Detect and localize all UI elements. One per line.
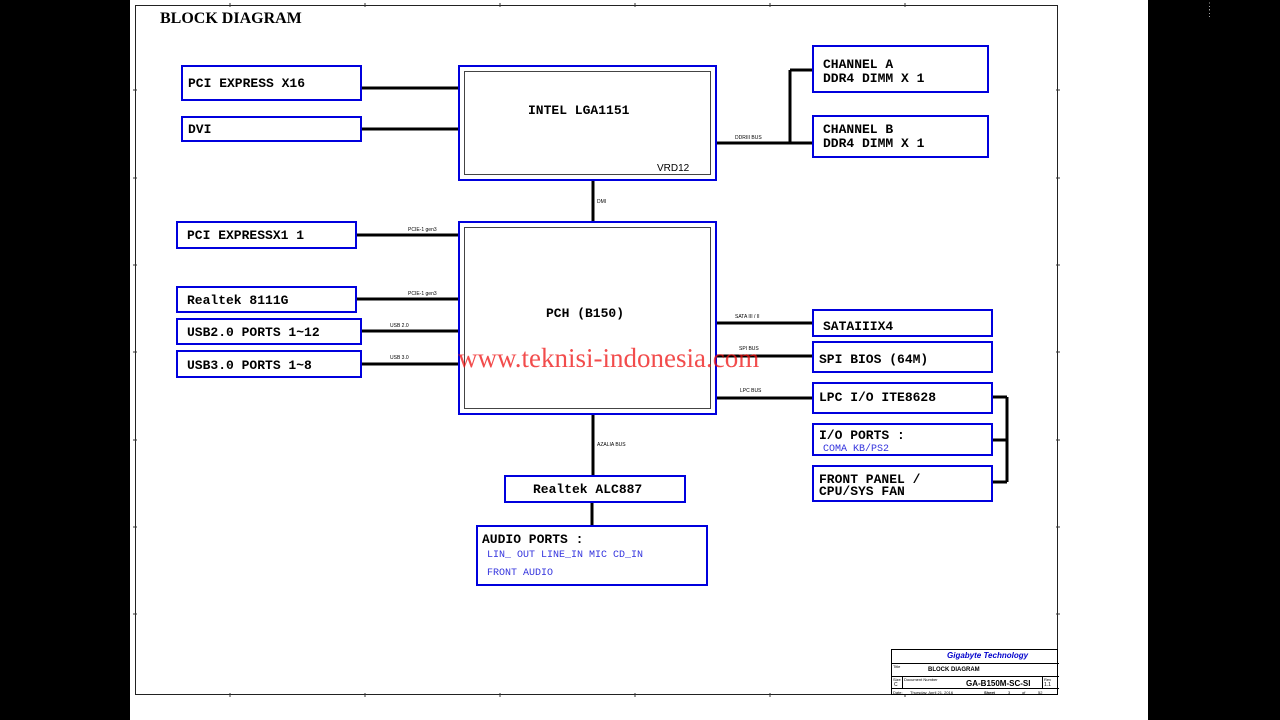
pcie-x16-block: PCI EXPRESS X16: [181, 65, 362, 101]
diagram-title: BLOCK DIAGRAM: [160, 10, 302, 27]
audio-ports-block: AUDIO PORTS : LIN_ OUT LINE_IN MIC CD_IN…: [476, 525, 708, 586]
pcie-x1-block: PCI EXPRESSX1 1: [176, 221, 357, 249]
pch-label: PCH (B150): [546, 306, 625, 321]
io-ports-label: I/O PORTS :: [819, 428, 905, 443]
watermark-text: www.teknisi-indonesia.com: [458, 343, 760, 373]
channel-b-block: CHANNEL B DDR4 DIMM X 1: [812, 115, 989, 158]
pch-block: PCH (B150): [458, 221, 717, 415]
realtek-lan-block: Realtek 8111G: [176, 286, 357, 313]
pcie1-bus-label-a: PCIE-1 gen3: [408, 227, 437, 233]
dvi-block: DVI: [181, 116, 362, 142]
vrd-label: VRD12: [657, 163, 690, 174]
sata-label: SATAIIIX4: [823, 319, 894, 334]
dvi-label: DVI: [188, 122, 212, 137]
document-number-label: Document Number: [904, 677, 938, 682]
azalia-bus-label: AZALIA BUS: [597, 442, 626, 448]
channel-a-block: CHANNEL A DDR4 DIMM X 1: [812, 45, 989, 93]
size-value: C: [894, 682, 898, 688]
cpu-label: INTEL LGA1151: [528, 103, 630, 118]
date-value: Thursday, April 21, 2016: [910, 690, 954, 695]
title-block: Gigabyte Technology Title BLOCK DIAGRAM …: [891, 649, 1059, 695]
sheet-label: Sheet: [984, 690, 995, 695]
of-value: 52: [1038, 690, 1043, 695]
tb-divider: [1042, 676, 1043, 688]
channel-b-dimm-label: DDR4 DIMM X 1: [823, 136, 925, 151]
cpu-inner-outline: [464, 71, 711, 175]
pch-inner-outline: [464, 227, 711, 409]
sata-block: SATAIIIX4: [812, 309, 993, 337]
rev-label: Rev: [1044, 677, 1052, 682]
document-number-value: GA-B150M-SC-SI: [966, 679, 1031, 688]
tb-divider: [892, 688, 1059, 689]
spi-bios-block: SPI BIOS (64M): [812, 341, 993, 373]
spi-bus-label: SPI BUS: [739, 346, 759, 352]
spi-bios-label: SPI BIOS (64M): [819, 352, 929, 367]
pcie1-bus-label-b: PCIE-1 gen3: [408, 291, 437, 297]
audio-ports-list: LIN_ OUT LINE_IN MIC CD_IN: [487, 550, 644, 561]
ddr-bus-label: DDRIII BUS: [735, 135, 762, 141]
usb3-block: USB3.0 PORTS 1~8: [176, 350, 362, 378]
pcie-x1-label: PCI EXPRESSX1 1: [187, 228, 305, 243]
usb2-block: USB2.0 PORTS 1~12: [176, 318, 362, 345]
sheet-value: 3: [1008, 690, 1011, 695]
cpu-sys-fan-label: CPU/SYS FAN: [819, 484, 905, 499]
title-field-label: Title: [893, 664, 901, 669]
audio-ports-label: AUDIO PORTS :: [482, 532, 584, 547]
sata-bus-label: SATA III / II: [735, 314, 760, 320]
usb2-bus-label: USB 2.0: [390, 323, 409, 329]
lpc-io-label: LPC I/O ITE8628: [819, 390, 937, 405]
tb-divider: [892, 663, 1059, 664]
lpc-io-block: LPC I/O ITE8628: [812, 382, 993, 414]
usb3-label: USB3.0 PORTS 1~8: [187, 358, 312, 373]
company-name: Gigabyte Technology: [947, 651, 1029, 660]
channel-b-label: CHANNEL B: [823, 122, 894, 137]
io-ports-sublabel: COMA KB/PS2: [823, 444, 890, 455]
tb-divider: [902, 676, 903, 688]
sheet-border: [135, 5, 1058, 695]
pcie-x16-label: PCI EXPRESS X16: [188, 76, 306, 91]
io-ports-block: I/O PORTS : COMA KB/PS2: [812, 423, 993, 456]
front-audio-label: FRONT AUDIO: [487, 568, 554, 579]
front-panel-label: FRONT PANEL /: [819, 472, 921, 487]
date-label: Date:: [893, 690, 903, 695]
lpc-bus-label: LPC BUS: [740, 388, 762, 394]
front-panel-block: FRONT PANEL / CPU/SYS FAN: [812, 465, 993, 502]
grip-icon[interactable]: ⋮⋮: [1205, 1, 1214, 18]
audio-codec-label: Realtek ALC887: [533, 482, 643, 497]
dmi-label: DMI: [597, 199, 607, 205]
usb3-bus-label: USB 3.0: [390, 355, 409, 361]
audio-codec-block: Realtek ALC887: [504, 475, 686, 503]
rev-value: 1.1: [1044, 682, 1051, 688]
of-label: of: [1022, 690, 1026, 695]
size-label: Size: [893, 677, 901, 682]
channel-a-label: CHANNEL A: [823, 57, 894, 72]
title-field-value: BLOCK DIAGRAM: [928, 667, 980, 673]
realtek-lan-label: Realtek 8111G: [187, 293, 289, 308]
usb2-label: USB2.0 PORTS 1~12: [187, 325, 320, 340]
channel-a-dimm-label: DDR4 DIMM X 1: [823, 71, 925, 86]
cpu-block: INTEL LGA1151 VRD12: [458, 65, 717, 181]
tb-divider: [892, 676, 1059, 677]
